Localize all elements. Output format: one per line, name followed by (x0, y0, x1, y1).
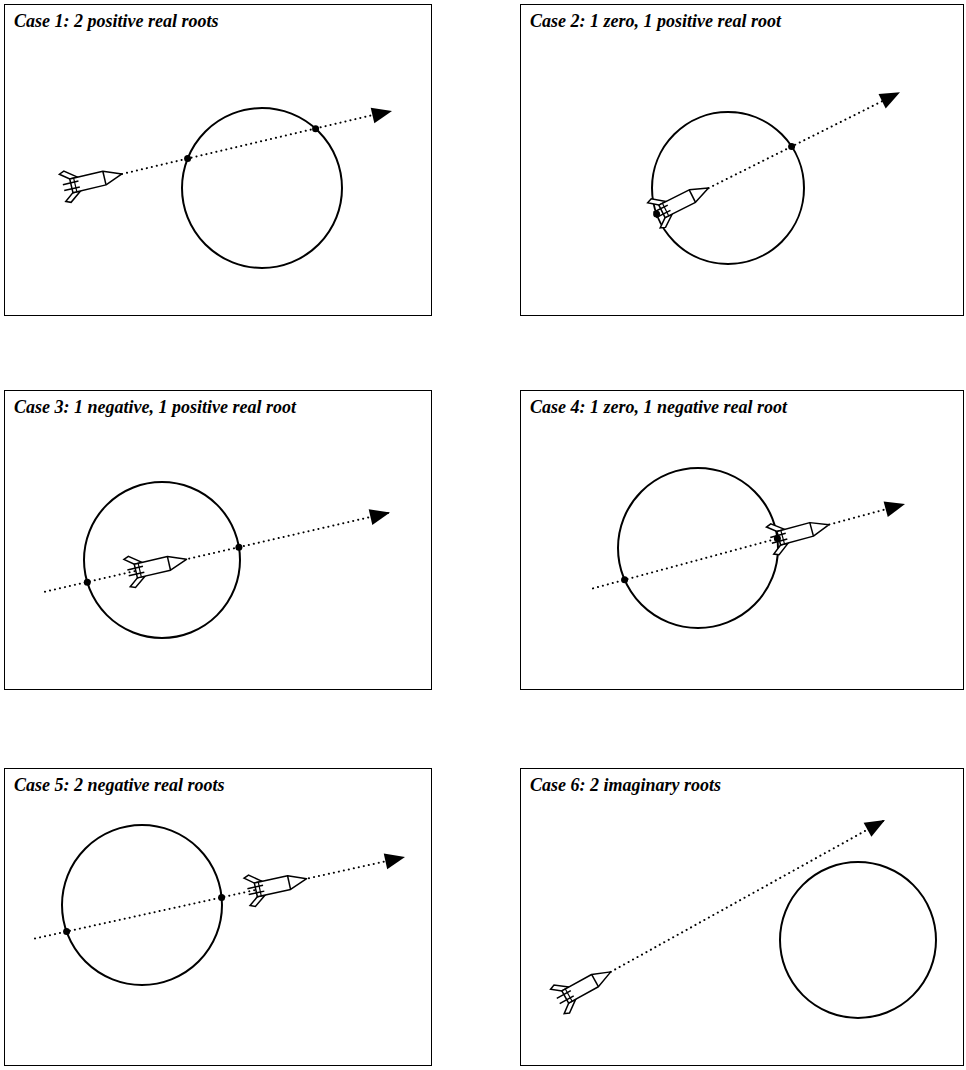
case-4-figure (593, 468, 907, 628)
root-dot (218, 894, 225, 901)
case-1-figure (59, 103, 394, 268)
case-2-figure (647, 85, 904, 264)
case-6-figure (550, 813, 936, 1018)
root-dot (312, 125, 319, 132)
case-panel: Case 1: 2 positive real roots (4, 4, 432, 316)
arrow-head (879, 85, 904, 108)
case-panel: Case 3: 1 negative, 1 positive real root (4, 390, 432, 690)
case-3-figure (45, 482, 392, 638)
planet-circle (84, 482, 240, 638)
arrow-head (371, 103, 394, 123)
root-dot (788, 143, 795, 150)
case-heading: Case 4: 1 zero, 1 negative real root (528, 397, 789, 418)
trajectory-line (611, 821, 883, 972)
rocket-symbol (123, 544, 190, 589)
case-heading: Case 1: 2 positive real roots (12, 11, 221, 32)
root-dot (653, 211, 660, 218)
arrow-head (864, 813, 889, 837)
rocket-symbol (244, 863, 310, 907)
planet-circle (62, 825, 222, 985)
rocket-symbol (647, 174, 716, 230)
trajectory-line (709, 93, 899, 188)
arrow-head (884, 496, 907, 517)
rocket-symbol (59, 158, 126, 203)
root-dot (235, 544, 242, 551)
case-panel: Case 4: 1 zero, 1 negative real root (520, 390, 964, 690)
case-heading: Case 5: 2 negative real roots (12, 775, 226, 796)
case-panel: Case 2: 1 zero, 1 positive real root (520, 4, 964, 316)
planet-circle (780, 862, 936, 1018)
trajectory-line (593, 505, 903, 589)
root-dot (84, 579, 91, 586)
root-dot (184, 155, 191, 162)
case-heading: Case 6: 2 imaginary roots (528, 775, 723, 796)
planet-circle (652, 112, 804, 264)
trajectory-line (45, 513, 388, 592)
trajectory-line (35, 858, 403, 939)
case-5-figure (35, 825, 407, 985)
trajectory-line (122, 111, 390, 174)
case-heading: Case 2: 1 zero, 1 positive real root (528, 11, 783, 32)
root-dot (621, 576, 628, 583)
arrow-head (369, 505, 392, 525)
case-heading: Case 3: 1 negative, 1 positive real root (12, 397, 298, 418)
case-panel: Case 5: 2 negative real roots (4, 768, 432, 1066)
root-dot (774, 535, 781, 542)
root-dot (63, 928, 70, 935)
rocket-symbol (766, 509, 833, 556)
rocket-symbol (550, 958, 619, 1016)
case-panel: Case 6: 2 imaginary roots (520, 768, 964, 1066)
planet-circle (182, 108, 342, 268)
arrow-head (384, 849, 407, 869)
planet-circle (618, 468, 778, 628)
